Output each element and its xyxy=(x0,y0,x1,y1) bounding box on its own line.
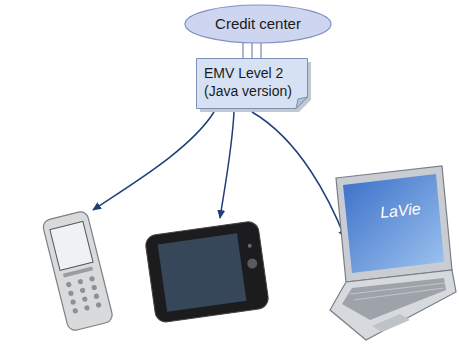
node-text: Credit center xyxy=(215,15,301,34)
node-text: EMV Level 2 (Java version) xyxy=(204,65,300,100)
distribution-arrow xyxy=(252,112,345,238)
laptop-pc xyxy=(330,166,456,340)
brand-label: LaVie xyxy=(379,200,421,222)
connector-line xyxy=(260,43,261,58)
note-box: EMV Level 2 (Java version) xyxy=(196,58,308,109)
connector-line xyxy=(251,43,252,58)
handheld-terminal xyxy=(42,210,114,332)
connector-line xyxy=(242,43,243,58)
ellipse-node: Credit center xyxy=(184,4,332,44)
distribution-arrow xyxy=(220,112,234,218)
tablet-pc xyxy=(144,220,269,323)
distribution-arrow xyxy=(93,112,214,210)
